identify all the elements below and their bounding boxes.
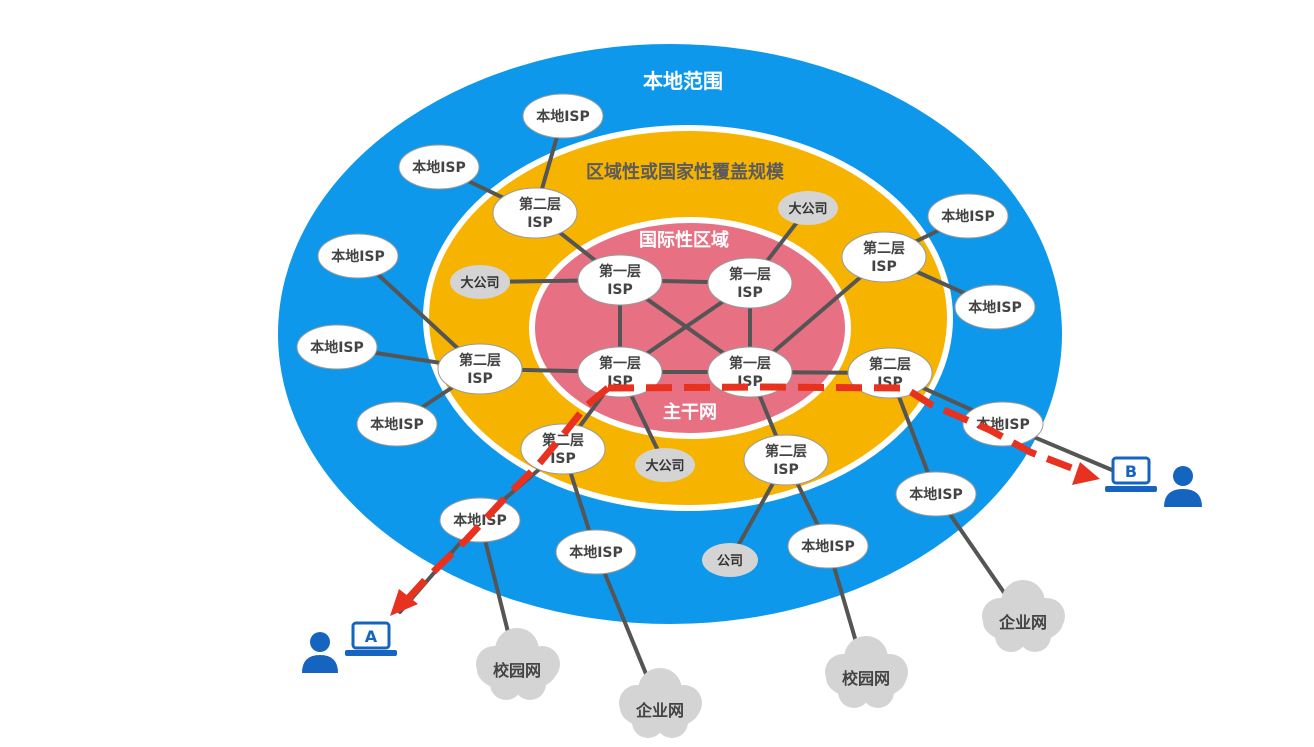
local-isp-node: 本地ISP (398, 144, 480, 190)
enterprise-network-cloud-2 (982, 580, 1065, 652)
svg-text:第一层: 第一层 (599, 355, 641, 372)
local-isp-node: 本地ISP (927, 193, 1009, 239)
campus-network-label: 校园网 (842, 669, 890, 688)
svg-text:ISP: ISP (773, 462, 799, 478)
svg-text:本地ISP: 本地ISP (941, 208, 995, 225)
tier2-isp-node: 第二层 ISP (437, 343, 523, 395)
path-segment-backbone (607, 383, 1084, 476)
host-a-label: A (365, 627, 378, 646)
host-a-laptop-icon (345, 621, 397, 656)
svg-text:本地ISP: 本地ISP (569, 544, 623, 561)
enterprise-network-label: 企业网 (998, 613, 1047, 632)
user-a-icon (302, 632, 338, 673)
enterprise-network-label: 企业网 (635, 701, 684, 720)
tier1-isp-node: 第一层 ISP (577, 254, 663, 306)
path-segment-to-a (401, 385, 611, 606)
local-isp-node: 本地ISP (787, 523, 869, 569)
svg-text:本地ISP: 本地ISP (331, 248, 385, 265)
arrow-head-to-a (390, 589, 418, 616)
svg-text:本地ISP: 本地ISP (370, 416, 424, 433)
svg-text:大公司: 大公司 (460, 275, 499, 291)
svg-text:第二层: 第二层 (519, 196, 561, 213)
tier2-isp-node: 第二层 ISP (841, 231, 927, 283)
local-isp-node: 本地ISP (296, 324, 378, 370)
international-scope-label: 国际性区域 (639, 229, 729, 251)
svg-text:ISP: ISP (737, 285, 763, 301)
svg-text:本地ISP: 本地ISP (310, 339, 364, 356)
svg-text:第二层: 第二层 (542, 432, 584, 449)
company-node: 大公司 (778, 191, 838, 225)
svg-text:ISP: ISP (871, 259, 897, 275)
backbone-label: 主干网 (663, 401, 717, 423)
svg-text:本地ISP: 本地ISP (801, 538, 855, 555)
svg-text:第二层: 第二层 (765, 443, 807, 460)
local-isp-node: 本地ISP (356, 401, 438, 447)
svg-text:第一层: 第一层 (729, 355, 771, 372)
svg-text:第一层: 第一层 (729, 266, 771, 283)
svg-text:ISP: ISP (467, 371, 493, 387)
local-isp-node: 本地ISP (954, 284, 1036, 330)
tier2-isp-node: 第二层 ISP (743, 434, 829, 486)
svg-text:第二层: 第二层 (459, 352, 501, 369)
local-isp-node: 本地ISP (317, 233, 399, 279)
svg-text:本地ISP: 本地ISP (968, 299, 1022, 316)
svg-text:本地ISP: 本地ISP (536, 108, 590, 125)
svg-text:大公司: 大公司 (788, 201, 827, 217)
local-isp-node: 本地ISP (895, 471, 977, 517)
user-b-icon (1164, 466, 1202, 507)
host-b-label: B (1125, 462, 1137, 481)
tier1-isp-node: 第一层 ISP (707, 257, 793, 309)
arrow-head-to-b (1072, 462, 1100, 485)
local-scope-label: 本地范围 (643, 69, 723, 93)
company-node: 大公司 (450, 265, 510, 299)
tier2-isp-node: 第二层 ISP (492, 187, 578, 239)
local-isp-node: 本地ISP (555, 529, 637, 575)
svg-text:本地ISP: 本地ISP (412, 159, 466, 176)
svg-text:本地ISP: 本地ISP (453, 512, 507, 529)
svg-text:第二层: 第二层 (863, 240, 905, 257)
svg-text:公司: 公司 (717, 554, 743, 569)
communication-path (401, 383, 1084, 606)
svg-text:大公司: 大公司 (645, 458, 684, 474)
campus-network-label: 校园网 (493, 661, 541, 680)
company-node: 大公司 (635, 448, 695, 482)
svg-text:ISP: ISP (607, 282, 633, 298)
local-isp-node: 本地ISP (439, 497, 521, 543)
company-node: 公司 (702, 543, 758, 577)
campus-network-cloud-1 (476, 628, 560, 700)
regional-scope-label: 区域性或国家性覆盖规模 (586, 161, 785, 183)
svg-text:本地ISP: 本地ISP (909, 486, 963, 503)
svg-text:第二层: 第二层 (869, 356, 911, 373)
svg-text:ISP: ISP (527, 215, 553, 231)
local-isp-node: 本地ISP (962, 401, 1044, 447)
campus-network-cloud-2 (825, 636, 908, 708)
local-isp-node: 本地ISP (522, 93, 604, 139)
enterprise-network-cloud-1 (619, 668, 702, 738)
tier2-isp-node: 第二层 ISP (847, 347, 933, 399)
svg-text:ISP: ISP (550, 451, 576, 467)
svg-text:第一层: 第一层 (599, 263, 641, 280)
host-b-laptop-icon (1105, 456, 1157, 492)
